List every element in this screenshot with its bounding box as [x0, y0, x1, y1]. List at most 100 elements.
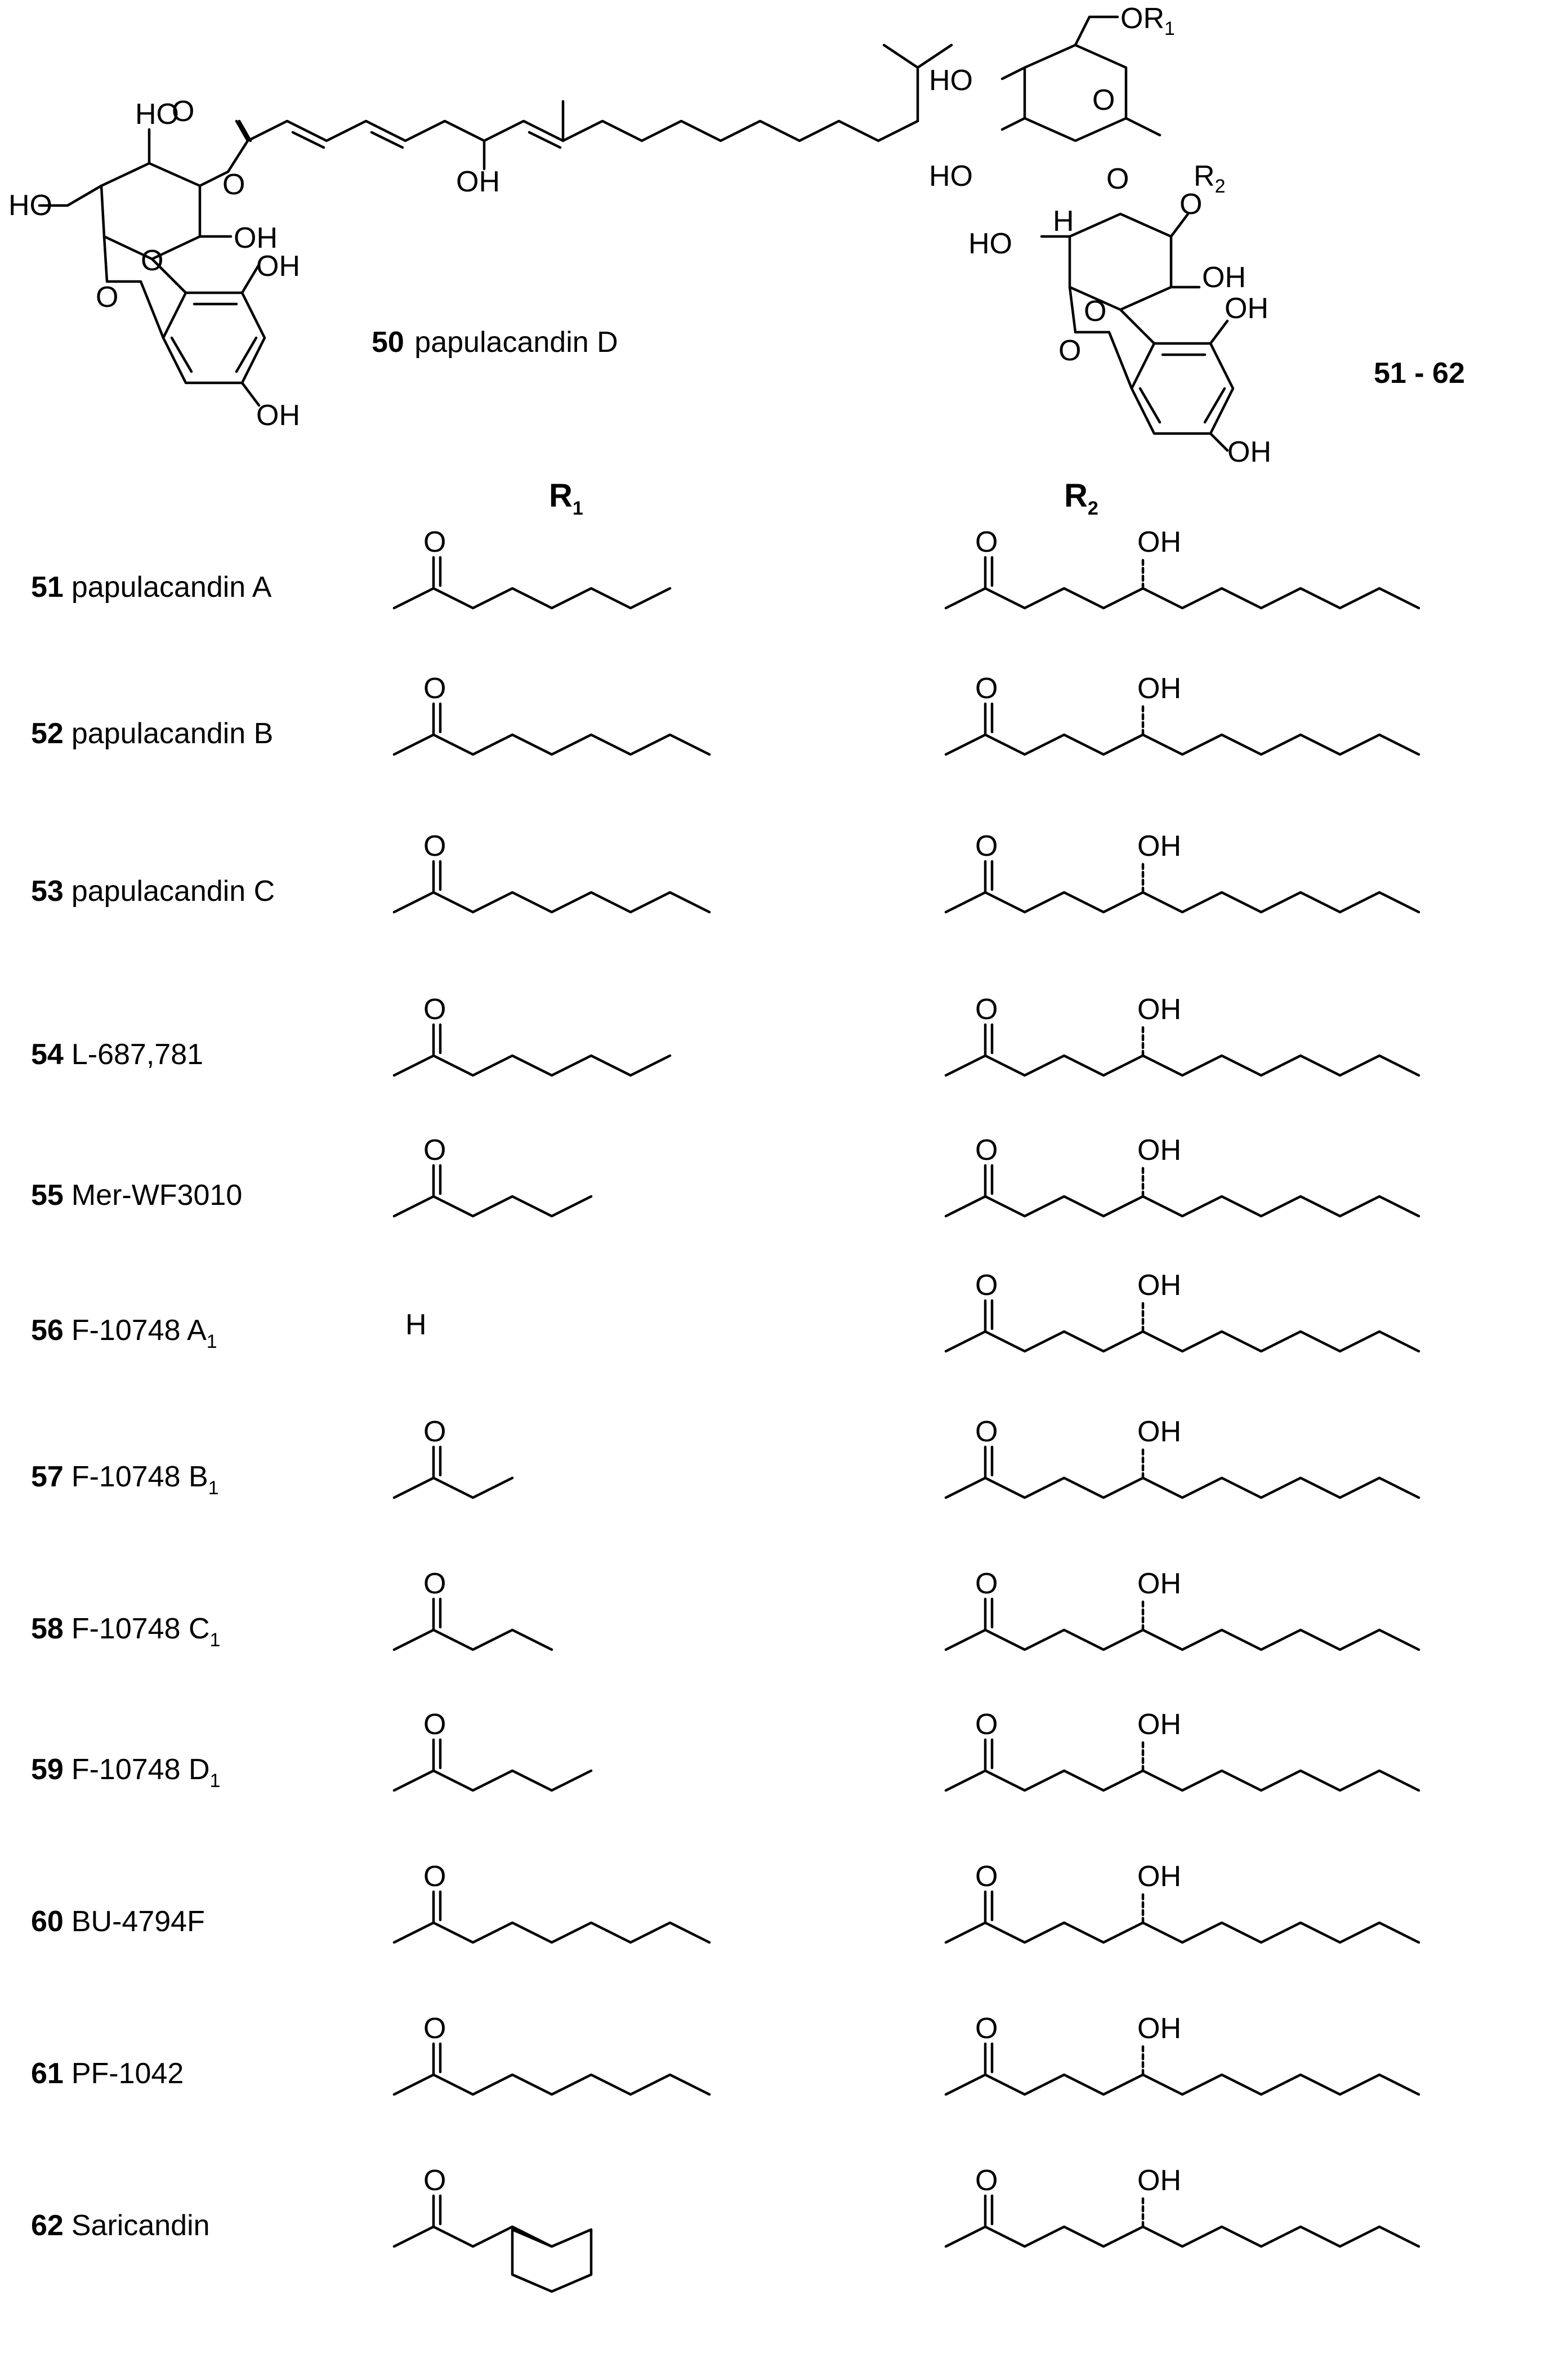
r2-oh-label: OH — [1137, 1860, 1181, 1893]
ho-upper-2: HO — [929, 160, 973, 193]
r1-chain-carbonyl-o: O — [423, 1567, 446, 1600]
compound-name-subscript: 1 — [207, 1331, 217, 1352]
compound-number: 55 — [31, 1179, 64, 1212]
r2-oh-label: OH — [1137, 2164, 1181, 2197]
glycosidic-oxygen: O — [1106, 163, 1129, 195]
ho-label: HO — [8, 189, 52, 222]
r1-chain — [392, 733, 711, 756]
ester-oxygen: O — [222, 168, 245, 201]
compound-number: 56 — [31, 1314, 64, 1347]
compound-name: F-10748 B — [72, 1460, 208, 1493]
ho-h-label: H — [1053, 205, 1074, 238]
r2-oh-label: OH — [1137, 1567, 1181, 1600]
compound-name: papulacandin C — [72, 875, 275, 908]
ho-lower-label: HO — [968, 227, 1012, 260]
r1-chain — [392, 1921, 711, 1944]
compound-name: PF-1042 — [72, 2057, 184, 2090]
r2-oh-label: OH — [1137, 1269, 1181, 1302]
r1-chain — [392, 1476, 514, 1499]
r2-chain — [944, 2225, 1420, 2248]
r1-chain-carbonyl-o: O — [423, 1860, 446, 1893]
core-furan-oxygen: O — [1058, 334, 1081, 367]
compound-name-subscript: 1 — [208, 1477, 219, 1499]
phenol-oh-1: OH — [256, 250, 300, 283]
r2-chain — [944, 2073, 1420, 2096]
r2-chain-carbonyl-o: O — [975, 2164, 998, 2197]
r2-chain — [944, 1769, 1420, 1792]
compound-name-subscript: 1 — [210, 1770, 221, 1792]
r2-chain-carbonyl-o: O — [975, 1860, 998, 1893]
r2-chain-carbonyl-o: O — [975, 1269, 998, 1302]
r2-chain-carbonyl-o: O — [975, 2012, 998, 2045]
r2-chain-carbonyl-o: O — [975, 993, 998, 1026]
compound-number: 51 — [31, 571, 64, 604]
chain-oh-label: OH — [456, 166, 500, 198]
r2-chain — [944, 587, 1420, 610]
r2-chain — [944, 1330, 1420, 1353]
or1-label: OR1 — [1120, 2, 1175, 39]
r2-chain-carbonyl-o: O — [975, 1567, 998, 1600]
r1-chain-carbonyl-o: O — [423, 993, 446, 1026]
r2-chain — [944, 1476, 1420, 1499]
core-phenol-oh-1: OH — [1225, 292, 1268, 325]
compound-name: L-687,781 — [72, 1038, 203, 1071]
r1-hydrogen: H — [405, 1308, 427, 1341]
r1-chain — [392, 2225, 553, 2248]
phenol-oh-2: OH — [256, 399, 300, 432]
r1-chain-carbonyl-o: O — [423, 830, 446, 863]
core-scaffold-structure: OR1 HO HO O O O R2 OH HO H O O OH OH — [929, 2, 1271, 468]
compound-number: 58 — [31, 1612, 64, 1645]
r2-chain — [944, 1054, 1420, 1077]
compound-name: F-10748 C — [72, 1612, 210, 1645]
furan-oxygen: O — [96, 281, 118, 314]
r2-chain-carbonyl-o: O — [975, 1415, 998, 1448]
r2-oh-label: OH — [1137, 1708, 1181, 1741]
compound-number: 57 — [31, 1460, 64, 1493]
ho-upper-1: HO — [929, 64, 973, 97]
compound-name-subscript: 1 — [210, 1629, 221, 1651]
r1-chain — [392, 1769, 593, 1792]
r2-chain-carbonyl-o: O — [975, 526, 998, 559]
r1-chain-carbonyl-o: O — [423, 1415, 446, 1448]
compound-number: 59 — [31, 1753, 64, 1786]
carbonyl-oxygen: O — [172, 95, 194, 128]
compound-name: F-10748 A — [72, 1314, 207, 1347]
r2-oh-label: OH — [1137, 1134, 1181, 1167]
compound-number: 54 — [31, 1038, 64, 1071]
lower-oh-label: OH — [1202, 261, 1246, 294]
r2-chain-carbonyl-o: O — [975, 1134, 998, 1167]
r1-chain — [392, 1195, 593, 1218]
compound-number: 53 — [31, 875, 64, 908]
r1-chain-carbonyl-o: O — [423, 2012, 446, 2045]
r1-chain-carbonyl-o: O — [423, 1708, 446, 1741]
r2-chain — [944, 1195, 1420, 1218]
upper-ring-oxygen: O — [1092, 84, 1115, 117]
compound-name: BU-4794F — [72, 1905, 205, 1938]
compound-name: papulacandin B — [72, 717, 274, 750]
r1-chain-carbonyl-o: O — [423, 526, 446, 559]
r1-chain-carbonyl-o: O — [423, 672, 446, 705]
lower-ring-oxygen: O — [1084, 295, 1106, 328]
compound-name: Mer-WF3010 — [72, 1179, 242, 1212]
r1-chain — [392, 1628, 553, 1651]
compound-name: Saricandin — [72, 2209, 210, 2242]
